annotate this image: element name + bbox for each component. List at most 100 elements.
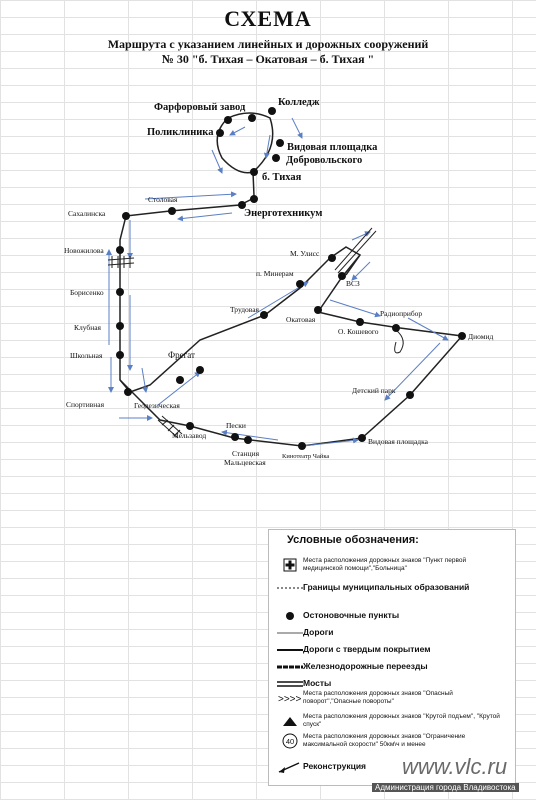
stop-kinoteatr-chaika	[298, 442, 306, 450]
railway-crossing-south	[157, 415, 183, 439]
legend: Условные обозначения: Места расположения…	[268, 529, 516, 786]
stop-fregat-2	[176, 376, 184, 384]
stop-sakhalinskaya	[122, 212, 130, 220]
stop-dobrovolskogo	[272, 154, 280, 162]
stop-labels: Фарфоровый завод Колледж Поликлиника Вид…	[147, 97, 378, 219]
label-o-koshevogo: О. Кошевого	[338, 327, 379, 336]
stop-geodezicheskaya	[124, 388, 132, 396]
watermark: www.vlc.ru	[402, 754, 508, 779]
legend-text: Места расположения дорожных знаков "Крут…	[303, 713, 500, 728]
railway-crossing-north	[107, 256, 135, 268]
stop-stantsiya-2	[231, 433, 239, 441]
label-diomid: Диомид	[468, 332, 493, 341]
road-geodez-fregat	[129, 257, 331, 393]
label-sakhalinskaya: Сахалинска	[68, 209, 106, 218]
bus-stop-icon	[286, 612, 294, 620]
stop-stolovaya	[168, 207, 176, 215]
label-b-tikhaya: б. Тихая	[262, 172, 302, 183]
label-energotekhnikum: Энерготехникум	[244, 208, 322, 219]
road-ulis	[329, 246, 362, 276]
stop-vidovaya-top	[276, 139, 284, 147]
stop-kolledzh-2	[248, 114, 256, 122]
label-dobrovolskogo: Добровольского	[286, 155, 362, 166]
legend-text: Места расположения дорожных знаков "Огра…	[303, 733, 466, 748]
dangerous-turn-icon: >>>>	[278, 694, 302, 705]
stop-labels-small: Столовая Сахалинска Новожилова Борисенко…	[64, 195, 493, 467]
page-subtitle-line-2: № 30 "б. Тихая – Окатовая – б. Тихая "	[161, 52, 375, 66]
road-top-connector	[125, 197, 255, 217]
legend-text: Места расположения дорожных знаков "Опас…	[303, 690, 453, 705]
label-okatovaya: Окатовая	[286, 315, 316, 324]
label-m-ulis: М. Улисс	[290, 249, 320, 258]
legend-text: Границы муниципальных образований	[303, 582, 470, 592]
stop-trudovaya	[260, 311, 268, 319]
construction-icon	[278, 762, 300, 773]
stop-poliklinika	[216, 129, 224, 137]
label-poliklinika: Поликлиника	[147, 127, 214, 138]
legend-text: Дороги с твердым покрытием	[303, 644, 431, 654]
legend-text: Дороги	[303, 627, 334, 637]
label-vidovaya-top: Видовая площадка	[287, 142, 378, 153]
legend-text: Остоновочные пункты	[303, 610, 400, 620]
stop-novozhilova	[116, 246, 124, 254]
stop-shkolnaya	[116, 351, 124, 359]
stop-okatovaya	[314, 306, 322, 314]
stop-farforovy-zavod	[224, 116, 232, 124]
speed-limit-badge: 40	[286, 737, 294, 746]
stop-vidovaya-bottom	[358, 434, 366, 442]
label-vidovaya-bottom: Видовая площадка	[368, 437, 429, 446]
label-p-minerali: п. Минерам	[256, 269, 294, 278]
label-stantsiya-line2: Мальцевская	[224, 458, 266, 467]
stop-stantsiya	[244, 436, 252, 444]
stop-melzavod	[186, 422, 194, 430]
stop-kolledzh	[268, 107, 276, 115]
label-stolovaya: Столовая	[148, 195, 178, 204]
label-fregat: Фрегат	[168, 350, 195, 360]
page-title: СХЕМА	[224, 6, 312, 31]
label-peski: Пески	[226, 421, 246, 430]
stop-fregat	[196, 366, 204, 374]
label-kinoteatr-chaika: Кинотеатр Чайка	[282, 453, 329, 460]
stop-detsky-park	[406, 391, 414, 399]
legend-text: Реконструкция	[303, 761, 367, 771]
municipal-border-icon	[277, 587, 303, 589]
road-icon	[277, 632, 303, 634]
label-novozhilova: Новожилова	[64, 246, 104, 255]
construction-zone	[334, 227, 404, 354]
label-melzavod: Мельзавод	[172, 431, 206, 440]
paved-road-icon	[277, 649, 303, 651]
speed-limit-icon: 40	[282, 733, 298, 749]
label-stantsiya-line1: Станция	[232, 449, 260, 458]
stop-b-tikhaya	[250, 168, 258, 176]
label-detsky-park: Детский парк	[352, 386, 396, 395]
label-shkolnaya: Школьная	[70, 351, 103, 360]
stop-energotekhnikum	[250, 195, 258, 203]
steep-slope-icon	[283, 717, 297, 726]
stops	[116, 107, 466, 450]
direction-arrows	[106, 117, 449, 447]
bridge-icon	[277, 681, 303, 687]
stop-klubnaya	[116, 322, 124, 330]
svg-text:>>>>: >>>>	[278, 694, 302, 705]
road-east	[316, 254, 464, 439]
label-sportivnaya: Спортивная	[66, 400, 105, 409]
page-subtitle-line-1: Маршрута с указанием линейных и дорожных…	[107, 37, 429, 51]
stop-vsz	[338, 272, 346, 280]
stop-radiopribor	[392, 324, 400, 332]
road-top-loop	[216, 112, 274, 197]
road-west	[119, 215, 131, 393]
label-kolledzh: Колледж	[278, 97, 320, 108]
label-klubnaya: Клубная	[74, 323, 102, 332]
label-borisenko: Борисенко	[70, 288, 104, 297]
stop-diomid	[458, 332, 466, 340]
road-southwest	[119, 379, 363, 447]
stop-borisenko	[116, 288, 124, 296]
stop-m-ulis	[328, 254, 336, 262]
stop-o-koshevogo	[356, 318, 364, 326]
legend-text: Мосты	[303, 678, 332, 688]
label-geodezicheskaya: Геодезическая	[134, 401, 180, 410]
label-radiopribor: Радиоприбор	[380, 309, 422, 318]
first-aid-sign-icon	[283, 558, 297, 572]
railway-crossing-icon	[277, 665, 303, 669]
